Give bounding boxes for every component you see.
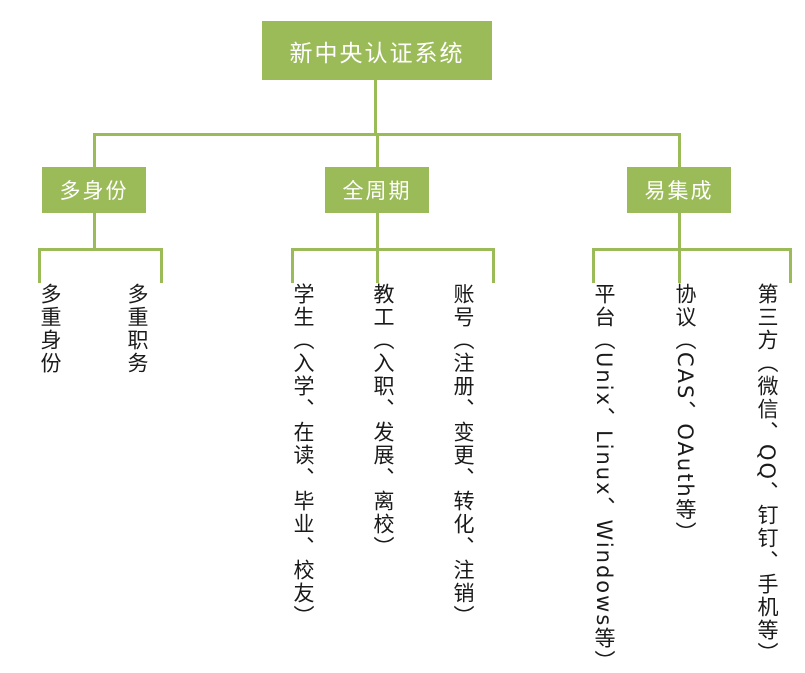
branch-node-easy-integration[interactable]: 易集成 [627, 167, 731, 213]
connector-identity-stem [93, 213, 96, 249]
connector-main-bus [93, 133, 679, 136]
branch-node-full-lifecycle[interactable]: 全周期 [325, 167, 429, 213]
leaf-protocol-support[interactable]: 协议（CAS、OAuth等） [673, 283, 697, 545]
connector-integration-bus [592, 248, 792, 251]
leaf-account-lifecycle[interactable]: 账号（注册、变更、转化、注销） [451, 283, 475, 628]
connector-integration-leaf-2 [678, 248, 681, 283]
leaf-faculty-lifecycle[interactable]: 教工（入职、发展、离校） [371, 283, 395, 559]
connector-identity-bus [38, 248, 163, 251]
leaf-multi-identity-positions[interactable]: 多重职务 [125, 283, 149, 375]
connector-drop-lifecycle [376, 133, 379, 167]
leaf-student-lifecycle[interactable]: 学生（入学、在读、毕业、校友） [291, 283, 315, 628]
connector-lifecycle-leaf-1 [291, 248, 294, 283]
connector-integration-stem [678, 213, 681, 249]
connector-drop-identity [93, 133, 96, 167]
connector-integration-leaf-1 [592, 248, 595, 283]
connector-integration-leaf-3 [789, 248, 792, 283]
branch-node-multi-identity[interactable]: 多身份 [42, 167, 146, 213]
connector-drop-integration [678, 133, 681, 167]
connector-identity-leaf-1 [38, 248, 41, 283]
connector-lifecycle-leaf-3 [492, 248, 495, 283]
connector-lifecycle-stem [376, 213, 379, 249]
leaf-third-party-support[interactable]: 第三方（微信、QQ、钉钉、手机等） [755, 283, 779, 666]
connector-lifecycle-bus [291, 248, 495, 251]
connector-root-stem [374, 80, 377, 133]
connector-identity-leaf-2 [160, 248, 163, 283]
connector-lifecycle-leaf-2 [376, 248, 379, 283]
root-node-central-auth-system[interactable]: 新中央认证系统 [262, 21, 492, 80]
leaf-platform-support[interactable]: 平台（Unix、Linux、Windows等） [592, 283, 616, 673]
leaf-multi-identity-roles[interactable]: 多重身份 [38, 283, 62, 375]
